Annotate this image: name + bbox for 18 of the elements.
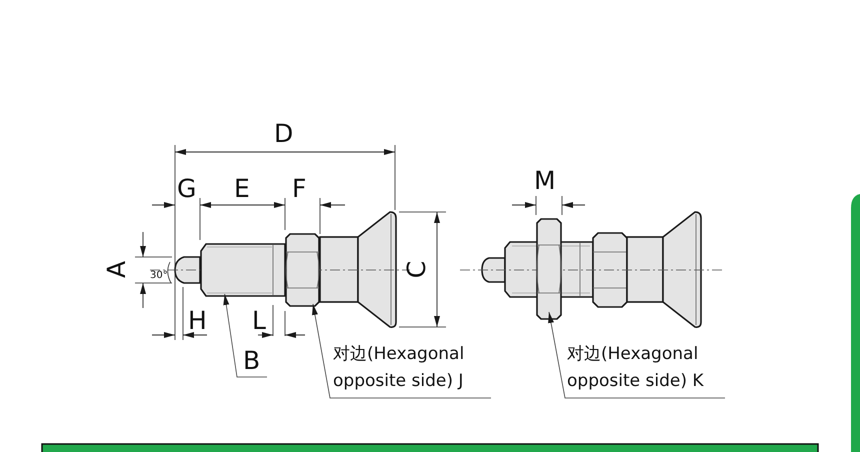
callout-text: 对边(Hexagonal opposite side) J [333,341,483,395]
hex-nut [536,218,562,320]
dimension-label: A [104,260,130,278]
leader-line [223,294,268,378]
hex-part [285,233,320,307]
dimension-label: M [534,168,556,193]
leader-line [312,304,492,398]
dimension-label: L [252,308,266,333]
dimension-label: E [234,176,250,201]
leader-line [548,312,726,398]
callout-text: 对边(Hexagonal opposite side) K [567,341,717,395]
callout-text: B [243,347,263,374]
dimension-label: H [188,308,207,333]
dimension-label: F [292,176,306,201]
angle-label: 30° [150,270,168,281]
dimension-label: C [404,260,430,278]
dimension-label: G [177,176,196,201]
dimension-label: D [274,121,294,146]
